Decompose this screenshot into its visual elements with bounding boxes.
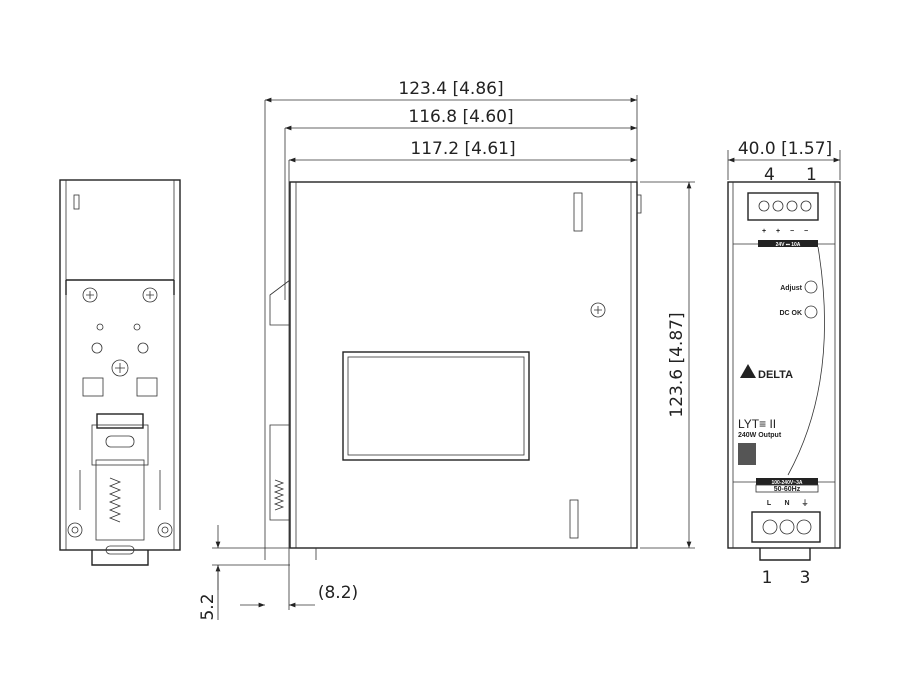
qr-code-icon — [738, 443, 756, 465]
input-label-n: N — [784, 500, 789, 507]
terminal-number-3: 3 — [800, 568, 811, 588]
side-view — [269, 181, 642, 560]
terminal-number-1-in: 1 — [762, 568, 773, 588]
polarity-label: − — [790, 228, 794, 235]
dimension-lines — [212, 95, 841, 620]
adjust-potentiometer-icon — [804, 280, 818, 294]
rear-view — [59, 179, 181, 566]
dim-depth-3: 117.2 [4.61] — [410, 139, 515, 159]
dim-rail-offset: 5.2 — [198, 593, 218, 620]
input-label-ground: ⏚ — [802, 499, 809, 507]
input-terminal-block — [762, 519, 812, 535]
terminal-number-4: 4 — [764, 165, 775, 185]
dim-overall-depth: 123.4 [4.86] — [398, 79, 503, 99]
terminal-number-1-out: 1 — [806, 165, 817, 185]
polarity-label: − — [804, 228, 808, 235]
adjust-label: Adjust — [780, 285, 802, 292]
dc-ok-label: DC OK — [779, 310, 802, 317]
input-frequency: 50-60Hz — [774, 486, 801, 493]
product-name: LYT≡ II — [738, 417, 776, 431]
dim-height: 123.6 [4.87] — [667, 312, 687, 417]
output-terminal-block — [758, 200, 812, 212]
front-view — [727, 181, 841, 561]
output-rating: 24V ⎓ 10A — [776, 242, 801, 248]
brand-label: DELTA — [758, 369, 793, 381]
polarity-label: + — [762, 228, 766, 235]
input-rating: 100-240V~3A — [772, 480, 803, 486]
delta-logo-icon — [740, 364, 756, 378]
dim-rail-depth: (8.2) — [318, 583, 358, 603]
input-label-l: L — [767, 500, 772, 507]
output-power-label: 240W Output — [738, 432, 782, 439]
dc-ok-led-icon — [804, 305, 818, 319]
dim-depth-2: 116.8 [4.60] — [408, 107, 513, 127]
dim-width: 40.0 [1.57] — [738, 139, 832, 159]
polarity-label: + — [776, 228, 780, 235]
